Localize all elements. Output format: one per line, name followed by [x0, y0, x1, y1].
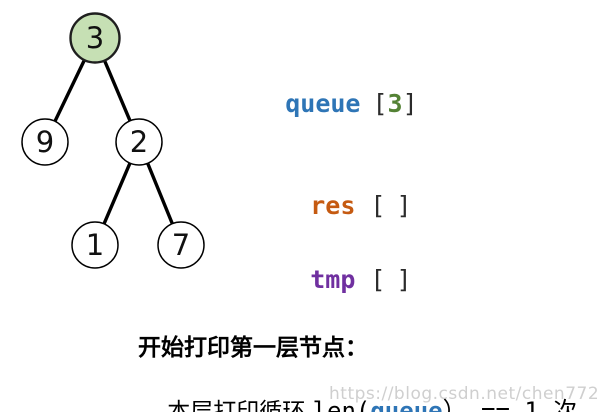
node-value: 1 — [86, 228, 104, 262]
tmp-open-bracket: [ — [370, 265, 386, 294]
tree-node-right-grandchild: 7 — [157, 221, 205, 269]
queue-contents: 3 — [387, 89, 403, 118]
queue-variable-name: queue — [285, 89, 361, 118]
tree-node-root: 3 — [69, 12, 121, 64]
node-value: 7 — [172, 228, 190, 262]
binary-tree: 3 9 2 1 7 — [21, 12, 205, 269]
node-circle-highlighted — [69, 12, 121, 64]
caption-loop-prefix: 本层打印循环 — [167, 399, 313, 412]
queue-close-bracket: ] — [402, 89, 418, 118]
queue-open-bracket: [ — [372, 89, 388, 118]
node-circle — [71, 221, 119, 269]
node-circle — [21, 118, 69, 166]
node-circle — [157, 221, 205, 269]
tmp-variable-name: tmp — [310, 265, 356, 294]
res-open-bracket: [ — [370, 191, 386, 220]
caption-code-len: len( — [312, 397, 371, 412]
tmp-close-bracket: ] — [396, 265, 412, 294]
node-value: 2 — [130, 125, 148, 159]
caption-loop-line: 本层打印循环 len(queue） == 1 次 — [138, 365, 577, 412]
res-variable-name: res — [310, 191, 356, 220]
node-value: 9 — [36, 125, 54, 159]
tmp-variable-row: tmp [] — [250, 236, 412, 323]
tree-node-left: 9 — [21, 118, 69, 166]
tree-node-left-grandchild: 1 — [71, 221, 119, 269]
node-circle — [115, 118, 163, 166]
caption-code-suffix: ） == 1 次 — [442, 397, 578, 412]
res-variable-row: res [] — [250, 162, 412, 249]
tree-node-right: 2 — [115, 118, 163, 166]
queue-variable-row: queue [3] — [225, 60, 418, 147]
res-close-bracket: ] — [396, 191, 412, 220]
csdn-watermark: https://blog.csdn.net/chen772209 — [329, 384, 600, 404]
node-value: 3 — [86, 21, 104, 55]
caption-title: 开始打印第一层节点： — [138, 335, 368, 361]
caption-code-queue: queue — [370, 397, 443, 412]
